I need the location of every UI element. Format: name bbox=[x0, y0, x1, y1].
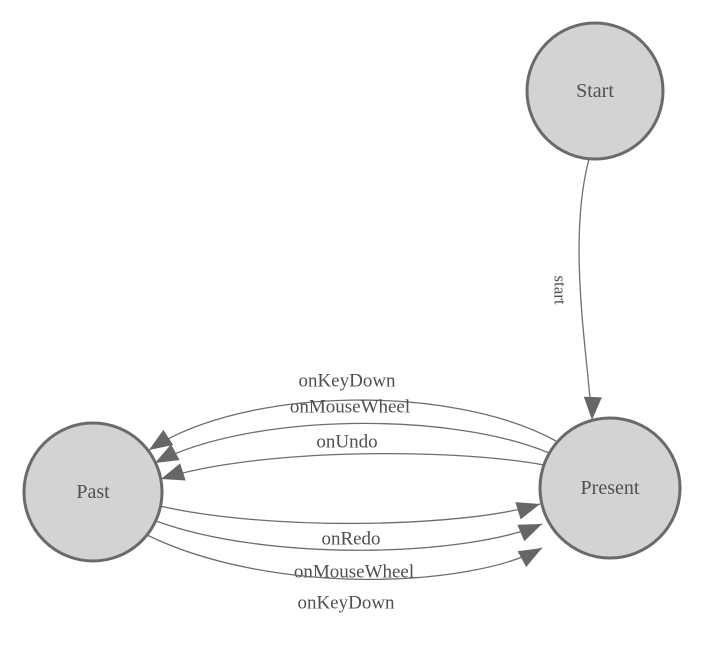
edge-onmousewheel-to-past: onMouseWheel bbox=[154, 397, 550, 464]
state-circle-past[interactable] bbox=[22, 421, 164, 563]
edge-label: onKeyDown bbox=[297, 593, 395, 614]
edge-label: onUndo bbox=[316, 432, 377, 453]
edge-onkeydown-to-present: onKeyDown bbox=[146, 534, 543, 614]
edge-start-to-present: start bbox=[551, 158, 602, 420]
arrowhead-icon bbox=[155, 444, 180, 463]
edge-path[interactable] bbox=[146, 534, 543, 581]
arrowhead-icon bbox=[517, 548, 542, 568]
edge-path[interactable] bbox=[160, 453, 545, 480]
edge-path[interactable] bbox=[159, 503, 541, 525]
state-circle-start[interactable] bbox=[525, 21, 665, 161]
arrowhead-icon bbox=[517, 524, 542, 542]
state-node-past: Past bbox=[22, 421, 164, 563]
edge-onredo-to-present: onRedo bbox=[159, 502, 541, 550]
edge-label: onKeyDown bbox=[298, 371, 396, 392]
arrowhead-icon bbox=[149, 429, 174, 450]
state-node-present: Present bbox=[538, 416, 682, 560]
edge-path[interactable] bbox=[154, 422, 550, 464]
arrowhead-icon bbox=[515, 502, 540, 520]
edge-label: onMouseWheel bbox=[290, 397, 410, 418]
arrowhead-icon bbox=[583, 396, 602, 420]
edge-onkeydown-to-past: onKeyDown bbox=[148, 371, 557, 451]
state-label: Start bbox=[576, 80, 614, 102]
edge-path[interactable] bbox=[148, 399, 557, 451]
edge-path[interactable] bbox=[578, 158, 592, 411]
state-node-start: Start bbox=[525, 21, 665, 161]
arrowhead-icon bbox=[161, 463, 186, 481]
edge-path[interactable] bbox=[155, 520, 543, 551]
state-label: Present bbox=[581, 477, 640, 499]
edge-label: onRedo bbox=[321, 529, 380, 550]
edge-onundo-to-past: onUndo bbox=[160, 432, 545, 481]
state-label: Past bbox=[76, 481, 110, 503]
edge-label: start bbox=[551, 275, 570, 305]
state-circle-present[interactable] bbox=[538, 416, 682, 560]
